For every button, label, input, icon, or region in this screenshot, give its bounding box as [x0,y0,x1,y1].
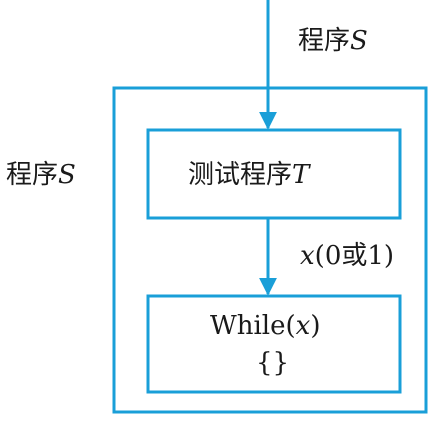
top-program-label: 程序S [298,26,368,56]
while-statement-label: While(x) [210,311,320,341]
while-body-braces: {} [256,348,290,378]
edge-output-suffix: (0或1) [314,241,395,271]
test-program-box [146,128,402,220]
while-statement-prefix: While( [210,311,296,341]
while-box [146,294,402,394]
outer-program-label: 程序S [6,160,76,190]
test-program-label-prefix: 测试程序 [188,160,293,190]
test-program-label-var: T [292,160,310,190]
edge-output-var: x [300,241,315,271]
while-statement-suffix: ) [310,311,321,341]
test-program-label: 测试程序T [188,160,309,190]
while-statement-var: x [295,311,311,341]
top-program-label-prefix: 程序 [298,26,351,56]
outer-program-frame [112,86,428,414]
top-program-label-var: S [350,26,368,56]
outer-program-label-prefix: 程序 [6,160,59,190]
outer-program-label-var: S [58,160,76,190]
edge-output-label: x(0或1) [300,241,394,271]
